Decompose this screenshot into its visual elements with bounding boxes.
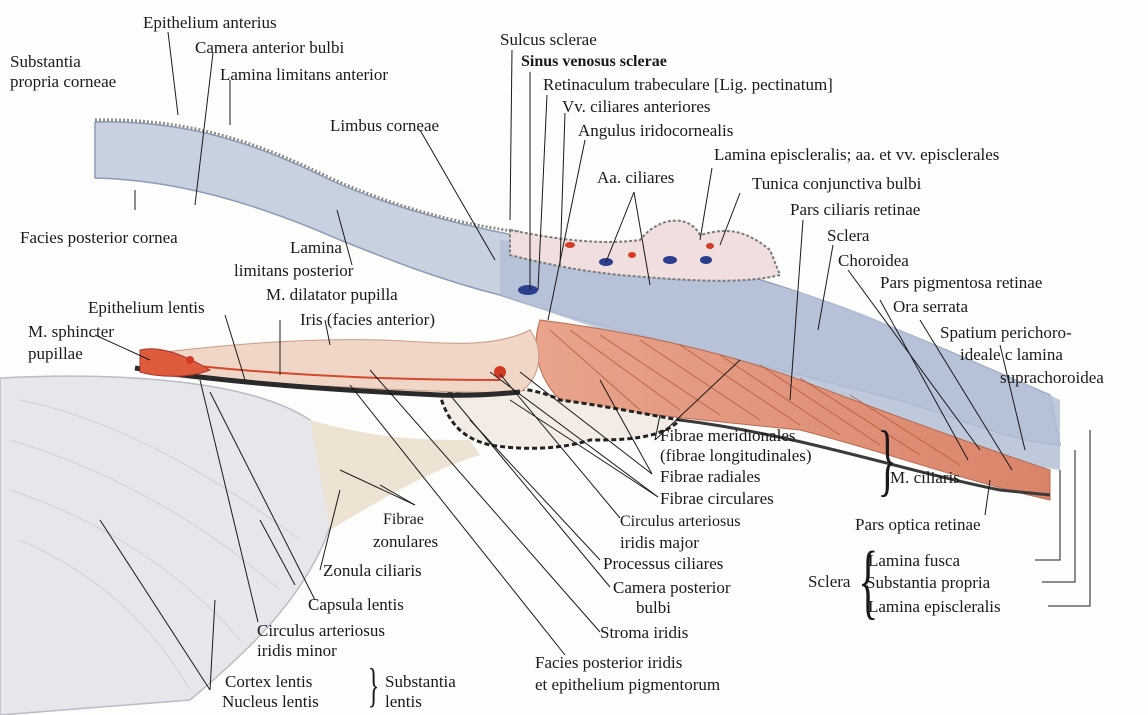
- label-camera-anterior-bulbi: Camera anterior bulbi: [195, 38, 344, 57]
- label-substantia-lentis-1: Substantia: [385, 672, 456, 691]
- label-substantia-propria-corneae-1: Substantia: [10, 52, 81, 71]
- label-m-sphincter-1: M. sphincter: [28, 322, 114, 341]
- label-fibrae-circulares: Fibrae circulares: [660, 489, 774, 508]
- label-circulus-major-2: iridis major: [620, 533, 699, 552]
- label-nucleus-lentis: Nucleus lentis: [222, 692, 319, 711]
- label-tunica-conjunctiva-bulbi: Tunica conjunctiva bulbi: [752, 174, 921, 193]
- label-fibrae-zonulares-2: zonulares: [373, 532, 438, 551]
- label-substantia-lentis-2: lentis: [385, 692, 422, 711]
- label-choroidea: Choroidea: [838, 251, 909, 270]
- label-pars-optica-retinae: Pars optica retinae: [855, 515, 981, 534]
- label-lamina-fusca: Lamina fusca: [868, 551, 960, 570]
- label-cortex-lentis: Cortex lentis: [225, 672, 312, 691]
- label-substantia-propria-corneae-2: propria corneae: [10, 72, 116, 91]
- label-capsula-lentis: Capsula lentis: [308, 595, 404, 614]
- label-lamina-limitans-posterior-2: limitans posterior: [234, 261, 353, 280]
- label-m-sphincter-2: pupillae: [28, 344, 83, 363]
- label-circulus-minor-2: iridis minor: [257, 641, 337, 660]
- label-spatium-3: suprachoroidea: [1000, 368, 1104, 387]
- label-lamina-episcleralis: Lamina episcleralis: [868, 597, 1001, 616]
- label-facies-posterior-iridis-1: Facies posterior iridis: [535, 653, 682, 672]
- label-angulus-iridocornealis: Angulus iridocornealis: [578, 121, 733, 140]
- label-sinus-venosus-sclerae: Sinus venosus sclerae: [521, 52, 667, 71]
- brace-m-ciliaris: }: [878, 420, 897, 500]
- label-sclera-bottom: Sclera: [808, 572, 850, 591]
- label-sulcus-sclerae: Sulcus sclerae: [500, 30, 597, 49]
- label-circulus-minor-1: Circulus arteriosus: [257, 621, 385, 640]
- label-epithelium-anterius: Epithelium anterius: [143, 13, 277, 32]
- label-sclera-top: Sclera: [827, 226, 869, 245]
- label-fibrae-meridionales-2: (fibrae longitudinales): [660, 446, 812, 465]
- label-stroma-iridis: Stroma iridis: [600, 623, 688, 642]
- label-lamina-limitans-posterior-1: Lamina: [290, 238, 342, 257]
- label-pars-ciliaris-retinae: Pars ciliaris retinae: [790, 200, 920, 219]
- label-circulus-major-1: Circulus arteriosus: [620, 512, 740, 531]
- brace-substantia-lentis: }: [368, 662, 380, 710]
- label-aa-ciliares: Aa. ciliares: [597, 168, 674, 187]
- label-ora-serrata: Ora serrata: [893, 297, 968, 316]
- label-camera-posterior-1: Camera posterior: [613, 578, 731, 597]
- iris-stroma: [140, 330, 539, 392]
- label-m-dilatator-pupilla: M. dilatator pupilla: [266, 285, 398, 304]
- label-pars-pigmentosa-retinae: Pars pigmentosa retinae: [880, 273, 1042, 292]
- label-zonula-ciliaris: Zonula ciliaris: [323, 561, 422, 580]
- label-fibrae-radiales: Fibrae radiales: [660, 467, 761, 486]
- label-retinaculum-trabeculare: Retinaculum trabeculare [Lig. pectinatum…: [543, 75, 833, 94]
- label-facies-posterior-cornea: Facies posterior cornea: [20, 228, 178, 247]
- label-epithelium-lentis: Epithelium lentis: [88, 298, 205, 317]
- label-lamina-episcleralis-vessels: Lamina episcleralis; aa. et vv. episcler…: [714, 145, 999, 164]
- label-substantia-propria: Substantia propria: [866, 573, 990, 592]
- label-m-ciliaris: M. ciliaris: [890, 468, 960, 487]
- label-fibrae-meridionales-1: Fibrae meridionales: [660, 426, 796, 445]
- label-fibrae-zonulares-1: Fibrae: [383, 510, 424, 529]
- label-spatium-1: Spatium perichoro-: [940, 323, 1072, 342]
- label-vv-ciliares-anteriores: Vv. ciliares anteriores: [562, 97, 711, 116]
- label-camera-posterior-2: bulbi: [636, 598, 671, 617]
- label-limbus-corneae: Limbus corneae: [330, 116, 439, 135]
- label-facies-posterior-iridis-2: et epithelium pigmentorum: [535, 675, 720, 694]
- label-lamina-limitans-anterior: Lamina limitans anterior: [220, 65, 388, 84]
- label-spatium-2: ideale c lamina: [960, 345, 1063, 364]
- label-processus-ciliares: Processus ciliares: [603, 554, 723, 573]
- label-iris-facies-anterior: Iris (facies anterior): [300, 310, 435, 329]
